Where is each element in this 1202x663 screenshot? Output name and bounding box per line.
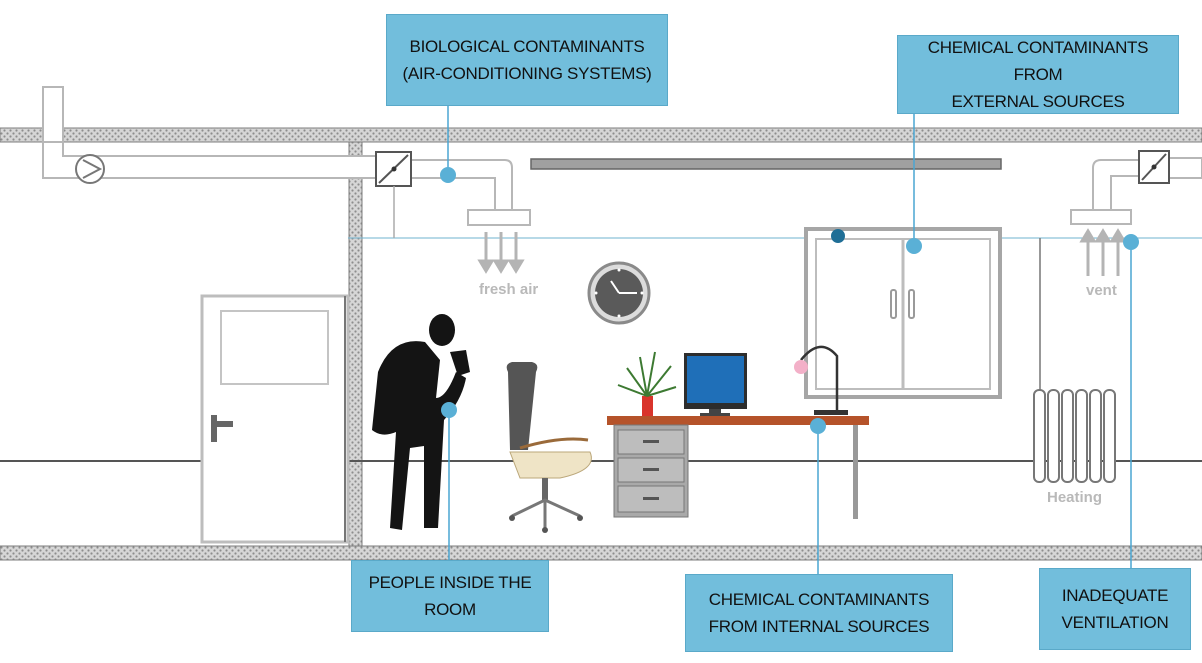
fresh-air-diffuser xyxy=(467,209,531,226)
marker-ventilation xyxy=(1123,234,1139,250)
callout-line: INADEQUATE xyxy=(1061,586,1169,605)
door xyxy=(200,294,350,544)
radiator-icon xyxy=(1033,389,1116,483)
callout-biological-contaminants: BIOLOGICAL CONTAMINANTS (AIR-CONDITIONING… xyxy=(386,14,668,106)
fresh-air-label: fresh air xyxy=(479,281,539,298)
ceiling-light xyxy=(530,158,1002,170)
callout-people-inside: PEOPLE INSIDE THE ROOM xyxy=(351,560,549,632)
callout-line: CHEMICAL CONTAMINANTS xyxy=(708,590,930,609)
callout-line: PEOPLE INSIDE THE xyxy=(368,573,532,592)
callout-chemical-external: CHEMICAL CONTAMINANTS FROM EXTERNAL SOURC… xyxy=(897,35,1179,114)
ceiling-slab xyxy=(0,127,1202,143)
callout-line: ROOM xyxy=(424,600,476,619)
vent-grille xyxy=(1070,209,1132,225)
callout-line: FROM INTERNAL SOURCES xyxy=(708,617,930,636)
desk xyxy=(607,416,869,519)
office-chair-icon xyxy=(506,362,592,533)
callout-line: (AIR-CONDITIONING SYSTEMS) xyxy=(402,64,652,83)
heating-label: Heating xyxy=(1047,489,1103,506)
floor-slab xyxy=(0,545,1202,561)
person-silhouette xyxy=(372,314,470,530)
exhaust-duct xyxy=(1092,159,1141,211)
window xyxy=(804,227,1002,399)
contaminant-markers xyxy=(440,167,1139,434)
damper-icon xyxy=(375,151,412,187)
monitor-icon xyxy=(684,353,747,416)
fan-icon xyxy=(75,154,105,184)
callout-line: VENTILATION xyxy=(1061,613,1169,632)
plant-icon xyxy=(617,351,677,416)
callout-chemical-internal: CHEMICAL CONTAMINANTS FROM INTERNAL SOURC… xyxy=(685,574,953,652)
partition-wall xyxy=(348,141,363,547)
marker-window xyxy=(831,229,845,243)
callout-connectors xyxy=(447,106,1132,574)
marker-biological xyxy=(440,167,456,183)
clock-icon xyxy=(587,261,651,325)
marker-chemical-internal xyxy=(810,418,826,434)
callout-line: EXTERNAL SOURCES xyxy=(951,92,1125,111)
damper-icon-right xyxy=(1138,150,1170,184)
callout-line: BIOLOGICAL CONTAMINANTS xyxy=(409,37,645,56)
marker-chemical-external xyxy=(906,238,922,254)
vent-arrows xyxy=(1079,228,1127,276)
fresh-air-arrows xyxy=(477,232,525,274)
marker-people xyxy=(441,402,457,418)
callout-line: CHEMICAL CONTAMINANTS FROM xyxy=(927,38,1149,84)
callout-inadequate-ventilation: INADEQUATE VENTILATION xyxy=(1039,568,1191,650)
desk-lamp-icon xyxy=(794,345,848,415)
vent-label: vent xyxy=(1086,282,1117,299)
